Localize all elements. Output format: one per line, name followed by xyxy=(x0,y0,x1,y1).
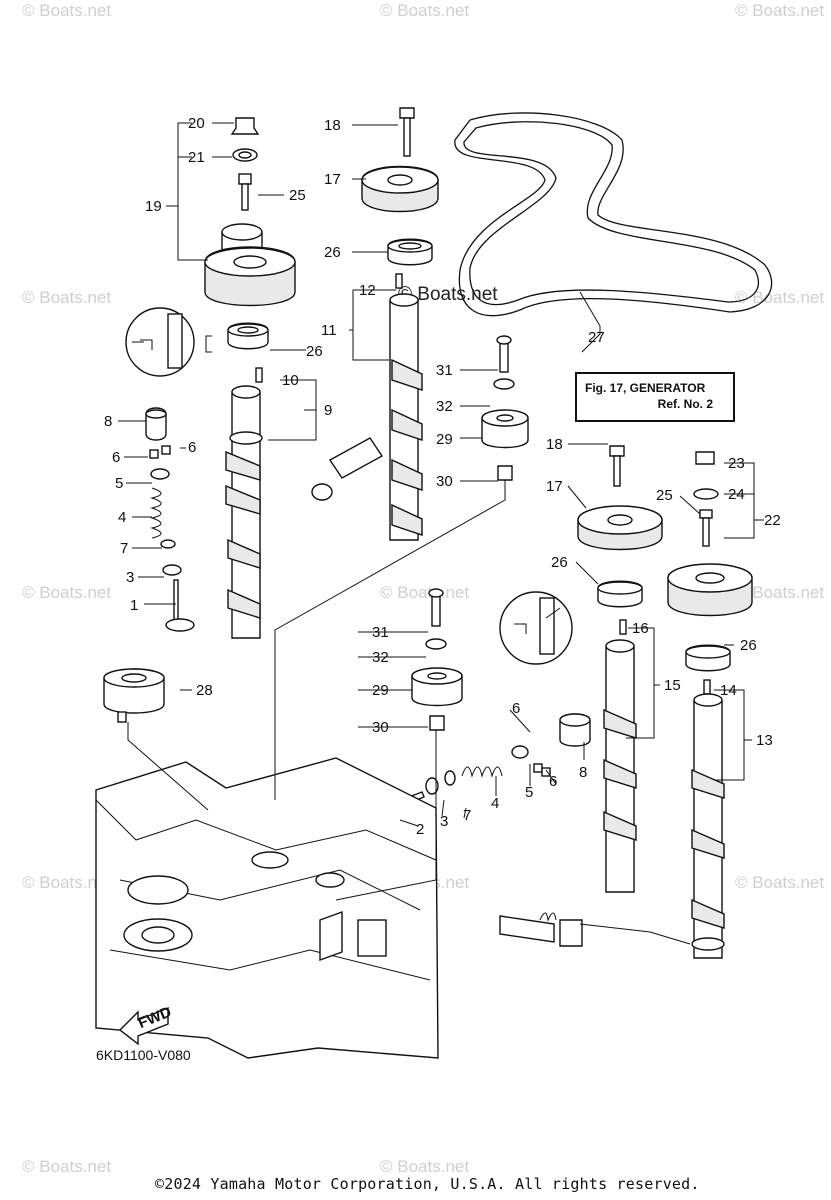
watermark: © Boats.net xyxy=(380,1157,469,1176)
callout-18: 18 xyxy=(546,436,563,453)
callout-3: 3 xyxy=(440,813,448,830)
reference-box: Fig. 17, GENERATOR Ref. No. 2 xyxy=(575,372,735,422)
copyright-notice: ©2024 Yamaha Motor Corporation, U.S.A. A… xyxy=(155,1175,700,1193)
pulley-assembly-right xyxy=(667,451,753,617)
valve-train-left xyxy=(145,407,195,632)
callout-10: 10 xyxy=(282,372,299,389)
reference-line-1: Fig. 17, GENERATOR xyxy=(585,381,706,395)
callout-13: 13 xyxy=(756,732,773,749)
callout-27: 27 xyxy=(588,329,605,346)
callout-6: 6 xyxy=(549,773,557,790)
callout-14: 14 xyxy=(720,682,737,699)
watermark: © Boats.net xyxy=(380,1,469,20)
callout-labels: 20 21 25 19 26 18 17 12 11 26 27 31 32 2… xyxy=(104,115,781,838)
leader-lines xyxy=(118,122,764,945)
callout-19: 19 xyxy=(145,198,162,215)
camshaft-upper-center xyxy=(311,273,423,541)
callout-26: 26 xyxy=(324,244,341,261)
watermark: © Boats.net xyxy=(735,583,824,602)
callout-26: 26 xyxy=(740,637,757,654)
watermark-center: © Boats.net xyxy=(398,284,498,305)
callout-17: 17 xyxy=(324,171,341,188)
callout-8: 8 xyxy=(579,764,587,781)
valve-train-lower xyxy=(351,713,591,947)
callout-6: 6 xyxy=(188,439,196,456)
watermark: © Boats.net xyxy=(22,1157,111,1176)
fwd-arrow-icon: FWD xyxy=(118,1003,174,1046)
idler-upper xyxy=(481,335,529,481)
callout-11: 11 xyxy=(321,322,337,339)
callout-7: 7 xyxy=(463,807,471,824)
callout-32: 32 xyxy=(372,649,389,666)
callout-9: 9 xyxy=(324,402,332,419)
callout-20: 20 xyxy=(188,115,205,132)
camshaft-right-15 xyxy=(603,619,637,893)
watermark: © Boats.net xyxy=(22,1,111,20)
watermark: © Boats.net xyxy=(380,583,469,602)
diagram-code: 6KD1100-V080 xyxy=(96,1047,191,1063)
engine-block xyxy=(95,757,439,1059)
callout-23: 23 xyxy=(728,455,745,472)
watermark-layer: © Boats.net © Boats.net © Boats.net © Bo… xyxy=(22,1,824,1176)
callout-18: 18 xyxy=(324,117,341,134)
oil-seal xyxy=(227,238,731,672)
callout-25: 25 xyxy=(656,487,673,504)
callout-22: 22 xyxy=(764,512,781,529)
watermark: © Boats.net xyxy=(22,873,111,892)
watermark: © Boats.net xyxy=(735,873,824,892)
callout-5: 5 xyxy=(525,784,533,801)
callout-28: 28 xyxy=(196,682,213,699)
callout-30: 30 xyxy=(436,473,453,490)
callout-32: 32 xyxy=(436,398,453,415)
callout-25: 25 xyxy=(289,187,306,204)
auto-tensioner xyxy=(103,668,165,723)
timing-belt xyxy=(454,112,773,317)
callout-7: 7 xyxy=(120,540,128,557)
callout-4: 4 xyxy=(118,509,126,526)
watermark: © Boats.net xyxy=(22,288,111,307)
callout-2: 2 xyxy=(416,821,424,838)
callout-1: 1 xyxy=(130,597,138,614)
callout-24: 24 xyxy=(728,486,745,503)
callout-29: 29 xyxy=(372,682,389,699)
callout-16: 16 xyxy=(632,620,649,637)
callout-8: 8 xyxy=(104,413,112,430)
callout-5: 5 xyxy=(115,475,123,492)
lubricant-symbol xyxy=(125,307,573,665)
camshaft-right-13 xyxy=(691,679,725,959)
pulley-right-center xyxy=(577,445,663,551)
watermark: © Boats.net xyxy=(22,583,111,602)
pulley-assembly-upper-left xyxy=(204,117,296,307)
callout-17: 17 xyxy=(546,478,563,495)
callout-6: 6 xyxy=(512,700,520,717)
callout-3: 3 xyxy=(126,569,134,586)
pulley-upper-center xyxy=(361,107,439,213)
camshaft-left xyxy=(225,367,263,639)
callout-31: 31 xyxy=(436,362,453,379)
callout-26: 26 xyxy=(551,554,568,571)
idler-lower xyxy=(411,588,463,731)
watermark: © Boats.net xyxy=(735,1,824,20)
callout-21: 21 xyxy=(188,149,205,166)
callout-31: 31 xyxy=(372,624,389,641)
callout-26: 26 xyxy=(306,343,323,360)
callout-12: 12 xyxy=(359,282,376,299)
callout-29: 29 xyxy=(436,431,453,448)
callout-30: 30 xyxy=(372,719,389,736)
reference-line-2: Ref. No. 2 xyxy=(657,397,713,411)
callout-15: 15 xyxy=(664,677,681,694)
watermark: © Boats.net xyxy=(735,288,824,307)
callout-6: 6 xyxy=(112,449,120,466)
callout-4: 4 xyxy=(491,795,499,812)
